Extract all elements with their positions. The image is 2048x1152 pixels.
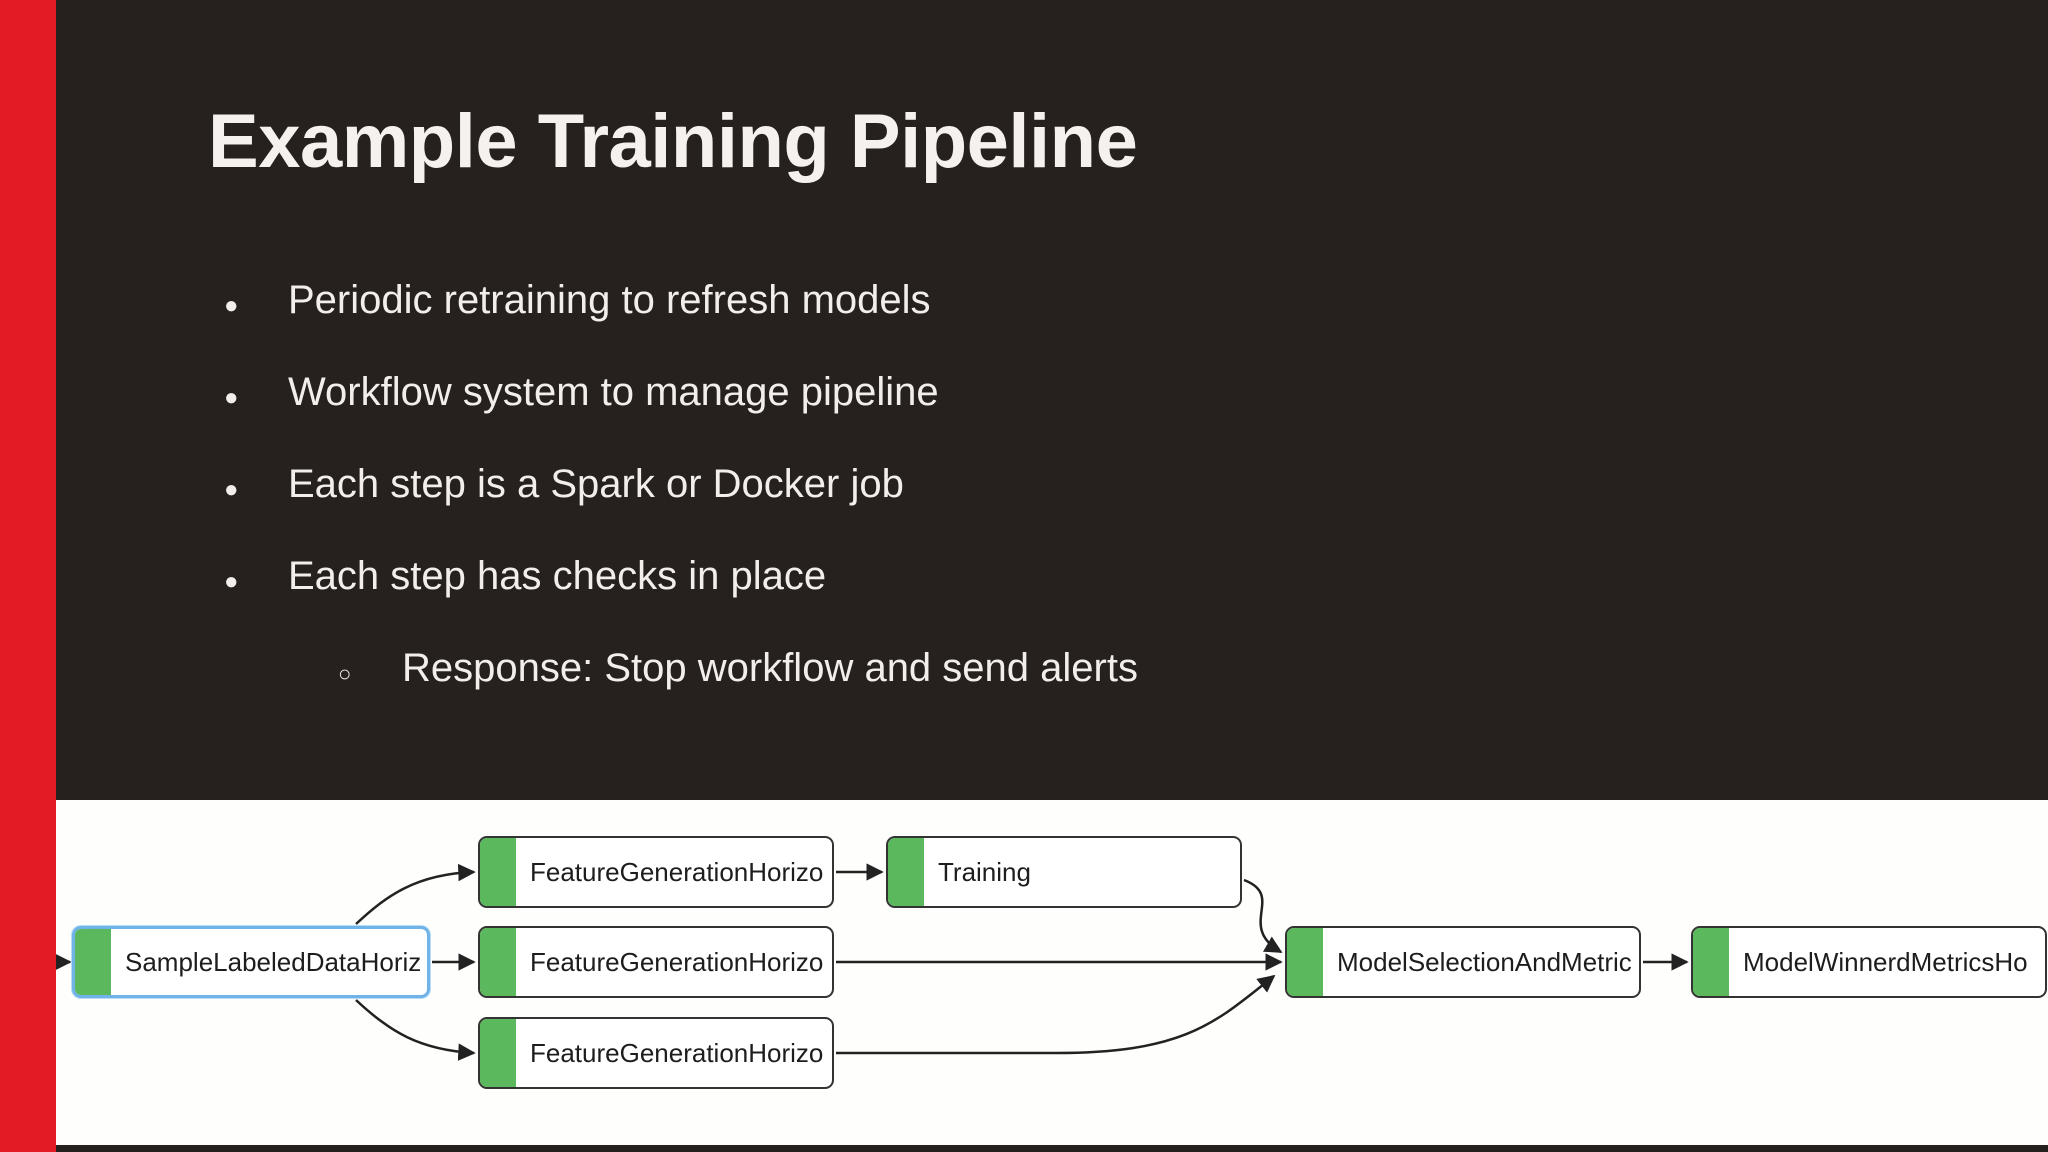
pipeline-node-label: SampleLabeledDataHoriz: [125, 946, 422, 977]
pipeline-node-modelwinner[interactable]: ModelWinnerdMetricsHo: [1691, 926, 2047, 998]
pipeline-node-training[interactable]: Training: [886, 836, 1242, 908]
bullet-dot-icon: ●: [224, 568, 239, 595]
bullet-dot-icon: ●: [224, 292, 239, 319]
list-item-label: Each step has checks in place: [288, 554, 827, 598]
diagram-edges: [56, 863, 1689, 1061]
pipeline-node-label: Training: [938, 856, 1031, 887]
pipeline-node-featgen1[interactable]: FeatureGenerationHorizo: [478, 836, 834, 908]
list-item-label: Periodic retraining to refresh models: [288, 278, 931, 322]
slide-content-panel: Example Training Pipeline ● Periodic ret…: [56, 0, 2048, 800]
list-item-label: Each step is a Spark or Docker job: [288, 462, 904, 506]
pipeline-node-label: FeatureGenerationHorizo: [530, 946, 824, 977]
pipeline-diagram: SampleLabeledDataHoriz FeatureGeneration…: [56, 800, 2048, 1145]
list-item-sub: ○ Response: Stop workflow and send alert…: [208, 648, 1908, 688]
bullet-circle-icon: ○: [338, 661, 352, 686]
pipeline-node-modelselection[interactable]: ModelSelectionAndMetric: [1285, 926, 1641, 998]
pipeline-node-featgen2[interactable]: FeatureGenerationHorizo: [478, 926, 834, 998]
page-title: Example Training Pipeline: [208, 99, 1138, 184]
list-item: ● Periodic retraining to refresh models: [208, 280, 1908, 320]
pipeline-node-label: FeatureGenerationHorizo: [530, 1037, 824, 1068]
pipeline-node-label: ModelSelectionAndMetric: [1337, 946, 1632, 977]
pipeline-node-label: FeatureGenerationHorizo: [530, 856, 824, 887]
edge-sample-to-featgen1: [355, 863, 476, 925]
node-status-accent-icon: [480, 838, 516, 906]
edge-sample-to-featgen3: [355, 999, 476, 1061]
node-status-accent-icon: [75, 929, 111, 995]
list-item: ● Workflow system to manage pipeline: [208, 372, 1908, 412]
bullet-list: ● Periodic retraining to refresh models …: [208, 280, 1908, 728]
list-item-label: Response: Stop workflow and send alerts: [402, 646, 1138, 690]
node-status-accent-icon: [1693, 928, 1729, 996]
list-item: ● Each step is a Spark or Docker job: [208, 464, 1908, 504]
red-accent-stripe: [0, 0, 56, 1152]
bullet-dot-icon: ●: [224, 384, 239, 411]
pipeline-node-featgen3[interactable]: FeatureGenerationHorizo: [478, 1017, 834, 1089]
node-status-accent-icon: [1287, 928, 1323, 996]
edge-featgen3-to-modelsel: [836, 974, 1276, 1055]
list-item: ● Each step has checks in place: [208, 556, 1908, 596]
bottom-dark-strip: [56, 1145, 2048, 1152]
pipeline-node-label: ModelWinnerdMetricsHo: [1743, 946, 2028, 977]
bullet-dot-icon: ●: [224, 476, 239, 503]
pipeline-node-sample[interactable]: SampleLabeledDataHoriz: [72, 926, 430, 998]
list-item-label: Workflow system to manage pipeline: [288, 370, 939, 414]
node-status-accent-icon: [480, 928, 516, 996]
edge-training-to-modelsel: [1243, 878, 1283, 954]
node-status-accent-icon: [888, 838, 924, 906]
node-status-accent-icon: [480, 1019, 516, 1087]
